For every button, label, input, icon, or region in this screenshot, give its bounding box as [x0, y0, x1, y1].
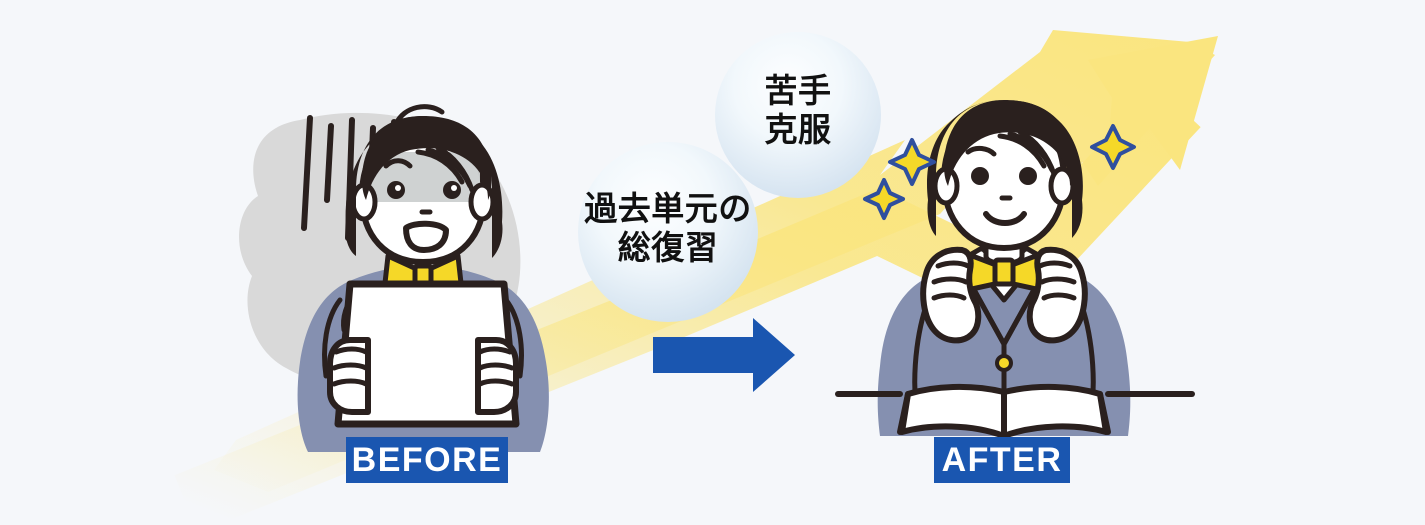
bubble-overcome	[715, 32, 881, 198]
right-arrow-icon	[653, 318, 795, 392]
bubble-overcome-label: 苦手 克服	[764, 71, 832, 149]
status-badge-before: BEFORE	[346, 437, 508, 483]
right-hand	[1026, 246, 1088, 344]
bubble-review	[578, 142, 758, 322]
confident-student-figure	[835, 100, 1195, 439]
worried-student-figure	[297, 104, 549, 452]
right-hand	[475, 337, 519, 415]
left-hand	[327, 337, 371, 415]
sparkle-icon	[863, 124, 1136, 220]
status-badge-after: AFTER	[934, 437, 1070, 483]
bubble-review-label: 過去単元の 総復習	[584, 189, 752, 267]
left-hand	[920, 246, 982, 344]
open-textbook	[897, 383, 1111, 439]
